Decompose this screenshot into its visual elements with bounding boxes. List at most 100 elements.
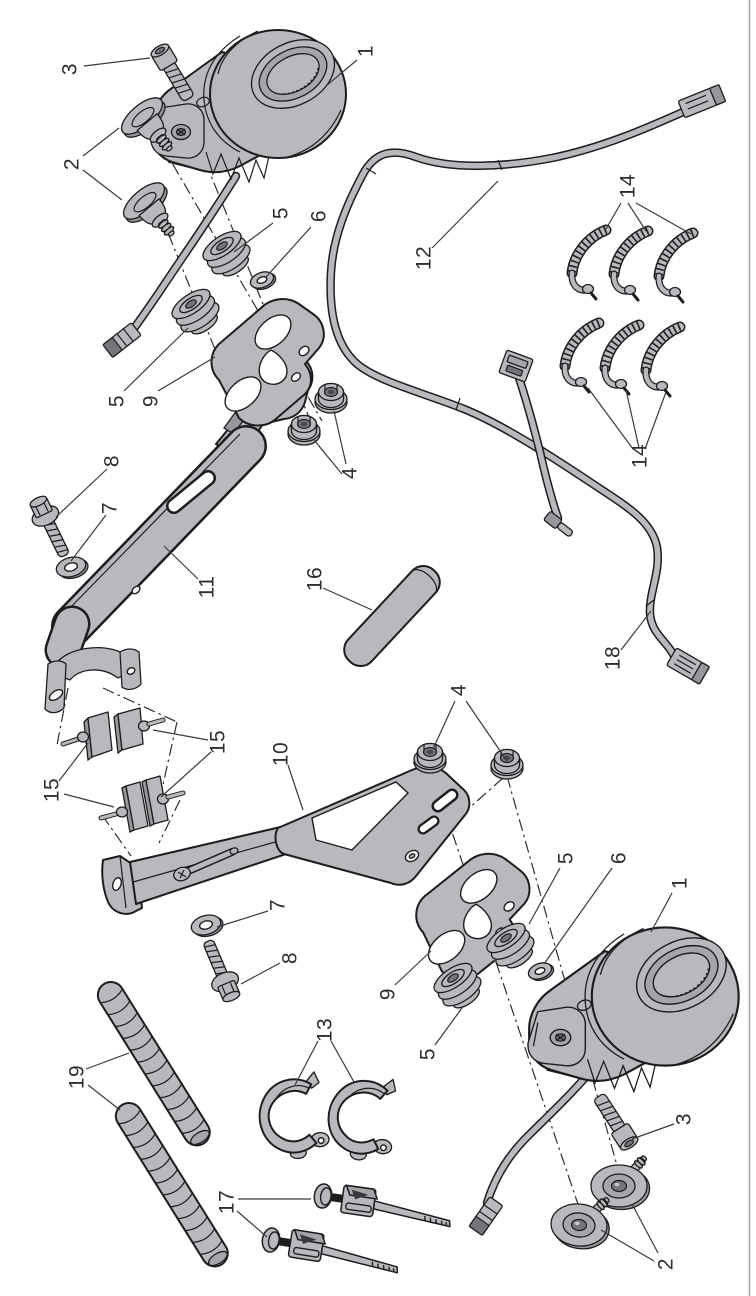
part-callout-number: 19 (66, 1065, 89, 1089)
part-callout-number: 14 (629, 444, 652, 468)
part-callout-number: 4 (448, 684, 471, 696)
callout-leader-line (236, 1210, 268, 1238)
callout-leader-line (650, 892, 673, 933)
callout-leader-line (287, 764, 304, 811)
part-callout-number: 5 (555, 852, 578, 864)
washer-small-top (247, 267, 279, 294)
flange-bolt-top (23, 491, 78, 563)
part-callout-number: 9 (377, 988, 400, 1000)
rubber-strip (343, 564, 441, 668)
p-clip-2 (322, 1070, 402, 1166)
pad-stud-in-place (173, 847, 239, 882)
part-callout-number: 5 (106, 395, 129, 407)
push-mount-tie-2 (260, 1225, 401, 1274)
callout-leader-line (82, 127, 120, 157)
part-callout-number: 18 (602, 646, 625, 670)
spacer-top-1 (197, 225, 258, 285)
callout-leader-line (83, 57, 151, 67)
part-callout-number: 5 (417, 1048, 440, 1060)
fog-lamp-top (149, 24, 348, 183)
callout-leader-line (216, 910, 269, 928)
callout-leader-line (620, 610, 652, 651)
lamp-pigtail-top (125, 171, 241, 339)
part-callout-number: 16 (304, 567, 327, 591)
callout-leader-line (233, 222, 274, 253)
callout-leader-line (431, 180, 499, 249)
washer-flat-top (53, 552, 91, 583)
part-callout-number: 15 (207, 730, 230, 754)
p-clip-1 (254, 1070, 332, 1164)
callout-leader-line (644, 391, 667, 450)
callout-leader-line (625, 389, 640, 449)
flange-nut-top-2 (314, 382, 348, 414)
callout-leader-line (152, 729, 209, 741)
push-mount-tie-1 (313, 1181, 454, 1228)
callout-leader-line (330, 1040, 355, 1083)
part-callout-number: 3 (673, 1113, 696, 1125)
part-callout-number: 2 (61, 158, 84, 170)
callout-leader-line (543, 867, 613, 965)
washer-small-bottom (525, 958, 557, 985)
grommet-rear-2 (548, 1189, 614, 1253)
callout-leader-line (240, 962, 281, 985)
callout-leader-line (333, 410, 347, 465)
part-callout-number: 3 (59, 63, 82, 75)
part-callout-number: 8 (101, 455, 124, 467)
part-callout-number: 11 (196, 576, 219, 599)
harness-connector-bottom-right (666, 647, 710, 685)
part-callout-number: 7 (267, 899, 290, 911)
part-callout-number: 15 (41, 778, 64, 802)
part-callout-number: 10 (270, 742, 293, 766)
part-callout-number: 6 (308, 210, 331, 222)
callout-leader-line (635, 202, 692, 235)
jumper-lead (514, 373, 563, 523)
part-callout-number: 7 (99, 502, 122, 514)
callout-leader-line (87, 1084, 121, 1111)
callout-leader-line (70, 514, 107, 562)
callout-leader-line (631, 1123, 675, 1140)
curved-cable-ties-top (572, 230, 693, 302)
callout-leader-line (265, 226, 312, 278)
pigtail-connector-top (102, 322, 141, 358)
flange-nut-bottom-1 (413, 742, 447, 774)
callout-leader-line (63, 793, 115, 808)
callout-leader-line (322, 587, 373, 611)
callout-leader-line (627, 202, 647, 232)
part-callout-number: 1 (669, 877, 692, 889)
part-callout-number: 6 (608, 852, 631, 864)
part-callout-number: 1 (355, 45, 378, 57)
callout-leader-line (55, 468, 108, 518)
callout-leader-line (163, 545, 199, 580)
flange-bolt-bottom (194, 935, 247, 1007)
part-callout-number: 8 (279, 952, 302, 964)
callout-leader-line (294, 1040, 319, 1086)
callout-leader-line (394, 950, 432, 986)
adapter-plate-top (210, 298, 325, 427)
jumper-connector (498, 349, 534, 383)
callout-leader-line (82, 169, 123, 201)
callout-leader-line (434, 1007, 463, 1046)
callout-leader-line (85, 1052, 130, 1070)
part-callout-number: 9 (140, 395, 163, 407)
wiring-harness-main (326, 103, 697, 661)
part-callout-number: 12 (413, 246, 436, 270)
part-callout-number: 5 (270, 207, 293, 219)
callout-leader-line (160, 751, 212, 798)
callout-leader-line (600, 1229, 655, 1262)
socket-screw-bottom (589, 1090, 641, 1154)
part-callout-number: 4 (339, 467, 362, 479)
spiral-wrap-tube-1 (91, 976, 216, 1152)
mounting-bracket-lower (101, 765, 471, 915)
curved-cable-ties-bottom (565, 323, 680, 396)
wellnut-grommet-top-2 (117, 175, 193, 252)
part-callout-number: 13 (314, 1018, 337, 1042)
callout-leader-line (123, 327, 189, 392)
callout-leader-line (631, 1203, 659, 1254)
callout-leader-line (528, 867, 561, 925)
harness-connector-top-right (678, 84, 726, 118)
callout-leader-line (58, 742, 89, 782)
callout-leader-line (157, 356, 216, 392)
